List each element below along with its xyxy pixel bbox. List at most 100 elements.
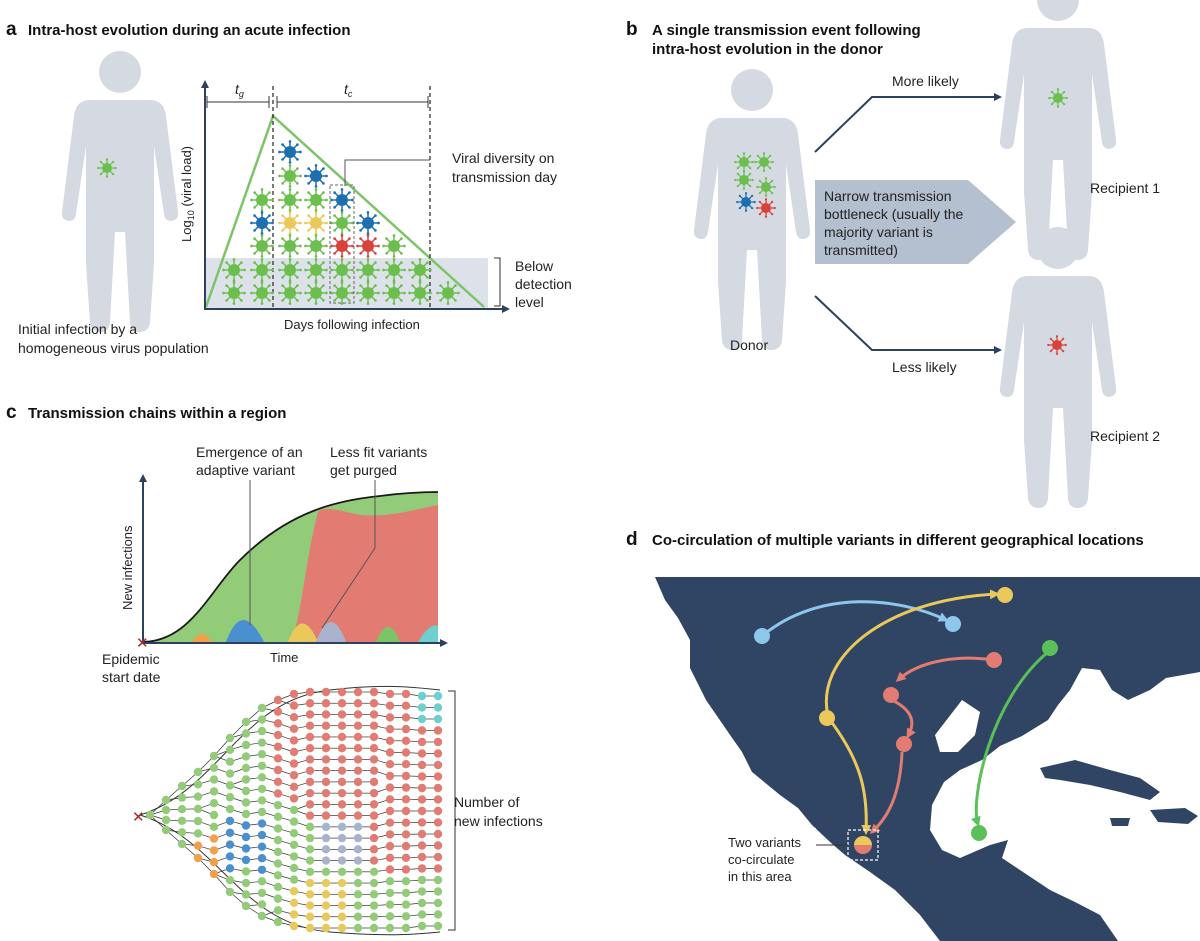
red-variant-arrow-2	[891, 698, 916, 739]
infection-node	[161, 805, 171, 815]
virus-particle	[304, 258, 328, 282]
infection-node	[257, 888, 267, 898]
infection-node	[369, 699, 379, 708]
number-line2: new infections	[454, 813, 543, 829]
virus-particle	[330, 188, 354, 212]
infection-node	[289, 736, 299, 745]
infection-node	[433, 691, 443, 701]
infection-node	[417, 795, 427, 804]
virus-particle	[278, 258, 302, 282]
gulf-of-mexico	[935, 700, 980, 752]
infection-node	[417, 875, 427, 885]
infection-node	[177, 793, 187, 802]
peak-orange	[192, 634, 212, 642]
infection-node	[273, 777, 283, 786]
host-virus-icon	[97, 158, 117, 178]
infection-node	[257, 761, 267, 770]
infection-node	[289, 887, 299, 896]
peak-blue	[226, 620, 264, 642]
infection-node	[337, 800, 347, 809]
infection-node	[257, 784, 267, 794]
infection-node	[353, 687, 363, 697]
cuba	[1040, 760, 1160, 800]
infection-node	[273, 836, 283, 845]
infection-node	[353, 721, 363, 730]
infection-node	[369, 901, 379, 910]
initial-infection-caption-line2: homogeneous virus population	[18, 340, 209, 356]
donor-and-recipient-viruses	[734, 88, 1068, 355]
infection-node	[241, 763, 251, 773]
cocirc-line1: Two variants	[728, 835, 801, 850]
epidemic-start-marker: ✕	[136, 635, 149, 652]
infection-node	[289, 759, 299, 768]
infection-node	[337, 856, 347, 865]
infection-node	[305, 867, 315, 877]
infection-node	[417, 806, 427, 816]
infection-node	[369, 732, 379, 742]
infection-node	[385, 865, 395, 874]
donor-virus	[754, 152, 774, 172]
infection-node	[369, 912, 379, 921]
virus-particle	[250, 258, 274, 282]
infection-node	[177, 805, 187, 814]
infection-node	[273, 754, 283, 763]
infection-node	[289, 921, 299, 931]
infection-node	[385, 877, 395, 886]
infection-node	[225, 887, 235, 897]
north-america-landmass	[655, 577, 1200, 941]
infection-node	[209, 858, 219, 867]
c-y-axis-label: New infections	[120, 525, 135, 610]
infection-node	[369, 845, 379, 854]
more-likely-label: More likely	[892, 73, 959, 89]
infection-node	[417, 910, 427, 919]
infection-node	[369, 743, 379, 753]
infection-node	[305, 743, 315, 753]
virus-particle	[278, 164, 302, 188]
infection-node	[385, 830, 395, 839]
infection-node	[385, 713, 395, 722]
tree-envelope-top	[139, 685, 441, 816]
infection-node	[273, 742, 283, 751]
red-intermediate-dot-2	[896, 736, 912, 752]
blue-variant-arrow	[761, 600, 949, 638]
infection-node	[209, 763, 219, 772]
infection-node	[241, 832, 251, 842]
infection-node	[433, 714, 443, 724]
tree-root-marker: ✕	[132, 809, 145, 826]
infection-node	[257, 911, 267, 921]
infection-node	[209, 775, 219, 784]
infection-node	[385, 748, 395, 757]
diversity-label-line1: Viral diversity on	[452, 150, 554, 166]
below-detection-line2: detection	[515, 276, 572, 292]
diversity-label-line2: transmission day	[452, 169, 557, 185]
yellow-origin-dot	[819, 710, 835, 726]
blue-destination-dot	[945, 616, 961, 632]
infection-node	[193, 804, 203, 814]
virus-population-grid	[222, 140, 460, 305]
peak-grey	[316, 622, 346, 642]
panel-b-title-line1: A single transmission event following	[652, 22, 921, 39]
less-likely-arrow	[814, 295, 1002, 354]
infection-node	[401, 853, 411, 862]
infection-node	[369, 856, 379, 865]
panel-d-letter: d	[626, 529, 638, 550]
virus-particle	[356, 281, 380, 305]
infection-node	[401, 771, 411, 781]
infection-node	[417, 714, 427, 724]
infection-node	[209, 846, 219, 855]
number-line1: Number of	[454, 794, 519, 810]
infection-node	[369, 766, 379, 775]
recipient-2-figure	[999, 227, 1117, 508]
green-origin-dot	[1042, 640, 1058, 656]
infection-node	[353, 822, 363, 832]
bottleneck-line3: majority variant is	[824, 224, 933, 240]
bottleneck-arrow	[815, 180, 1016, 264]
infection-node	[321, 743, 331, 753]
virus-particle	[222, 281, 246, 305]
infection-node	[241, 717, 251, 727]
infection-node	[337, 732, 347, 742]
infection-node	[273, 765, 283, 775]
infection-node	[353, 878, 363, 888]
infection-node	[433, 783, 443, 793]
